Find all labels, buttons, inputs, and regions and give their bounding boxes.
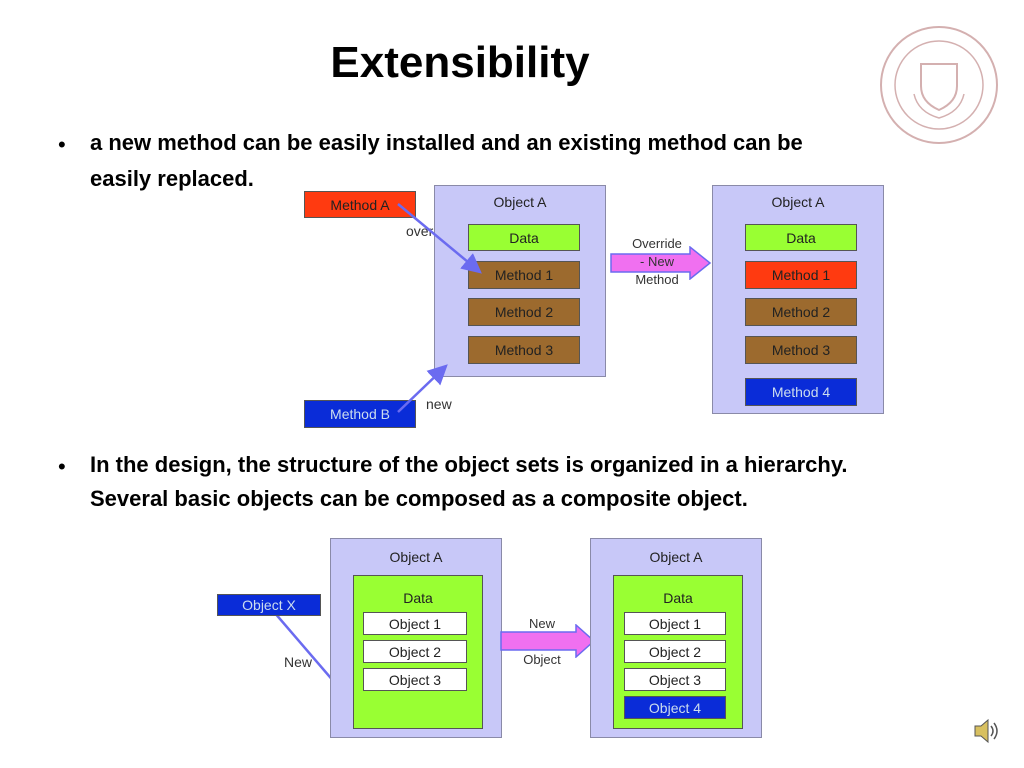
bullet-2-line-1: In the design, the structure of the obje… [90, 452, 848, 477]
override-arrow-line-3: Method [635, 272, 679, 287]
slide-title: Extensibility [330, 38, 590, 87]
override-arrow-line-1: Override [632, 236, 682, 251]
speaker-icon[interactable] [972, 716, 1000, 746]
data-box: Data [745, 224, 857, 251]
override-arrow-line-2: - New [640, 254, 674, 269]
object-a-title: Object A [493, 194, 547, 210]
bullet-2-line-2: Several basic objects can be composed as… [90, 486, 748, 511]
new-label: new [426, 396, 452, 412]
new-method-connector [397, 364, 448, 413]
method-3-box: Method 3 [468, 336, 580, 364]
bullet-marker: • [58, 454, 66, 479]
method-1-box: Method 1 [468, 261, 580, 289]
object-4-box: Object 4 [624, 696, 726, 719]
object-a-panel-before: Object A Data Method 1 Method 2 Method 3 [434, 185, 606, 377]
new-label: New [284, 654, 313, 670]
method-3-box: Method 3 [745, 336, 857, 364]
data-container: Data Object 1 Object 2 Object 3 Object 4 [613, 575, 743, 729]
bullet-marker: • [58, 132, 66, 157]
bullet-1-line-2: easily replaced. [90, 166, 254, 191]
new-object-arrow-icon [500, 623, 596, 659]
object-a-panel-after: Object A Data Method 1 Method 2 Method 3… [712, 185, 884, 414]
method-b-box: Method B [304, 400, 416, 428]
object-x-box: Object X [217, 594, 321, 616]
data-container: Data Object 1 Object 2 Object 3 [353, 575, 483, 729]
object-a-panel-after: Object A Data Object 1 Object 2 Object 3… [590, 538, 762, 738]
method-a-box: Method A [304, 191, 416, 218]
object-2-box: Object 2 [624, 640, 726, 663]
override-connector [397, 203, 482, 274]
object-2-box: Object 2 [363, 640, 467, 663]
object-a-title: Object A [389, 549, 443, 565]
university-seal-icon [878, 24, 1000, 146]
override-arrow-icon [610, 245, 712, 281]
object-1-box: Object 1 [363, 612, 467, 635]
object-3-box: Object 3 [624, 668, 726, 691]
object-1-box: Object 1 [624, 612, 726, 635]
data-box: Data [468, 224, 580, 251]
object-a-title: Object A [771, 194, 825, 210]
object-a-panel-before: Object A Data Object 1 Object 2 Object 3 [330, 538, 502, 738]
new-object-arrow-line-2: Object [523, 652, 561, 667]
method-4-box: Method 4 [745, 378, 857, 406]
object-3-box: Object 3 [363, 668, 467, 691]
method-2-box: Method 2 [745, 298, 857, 326]
method-2-box: Method 2 [468, 298, 580, 326]
method-1-box: Method 1 [745, 261, 857, 289]
data-label: Data [663, 590, 693, 606]
data-label: Data [403, 590, 433, 606]
bullet-1-line-1: a new method can be easily installed and… [90, 130, 803, 155]
new-object-arrow-line-1: New [528, 616, 555, 631]
object-a-title: Object A [649, 549, 703, 565]
